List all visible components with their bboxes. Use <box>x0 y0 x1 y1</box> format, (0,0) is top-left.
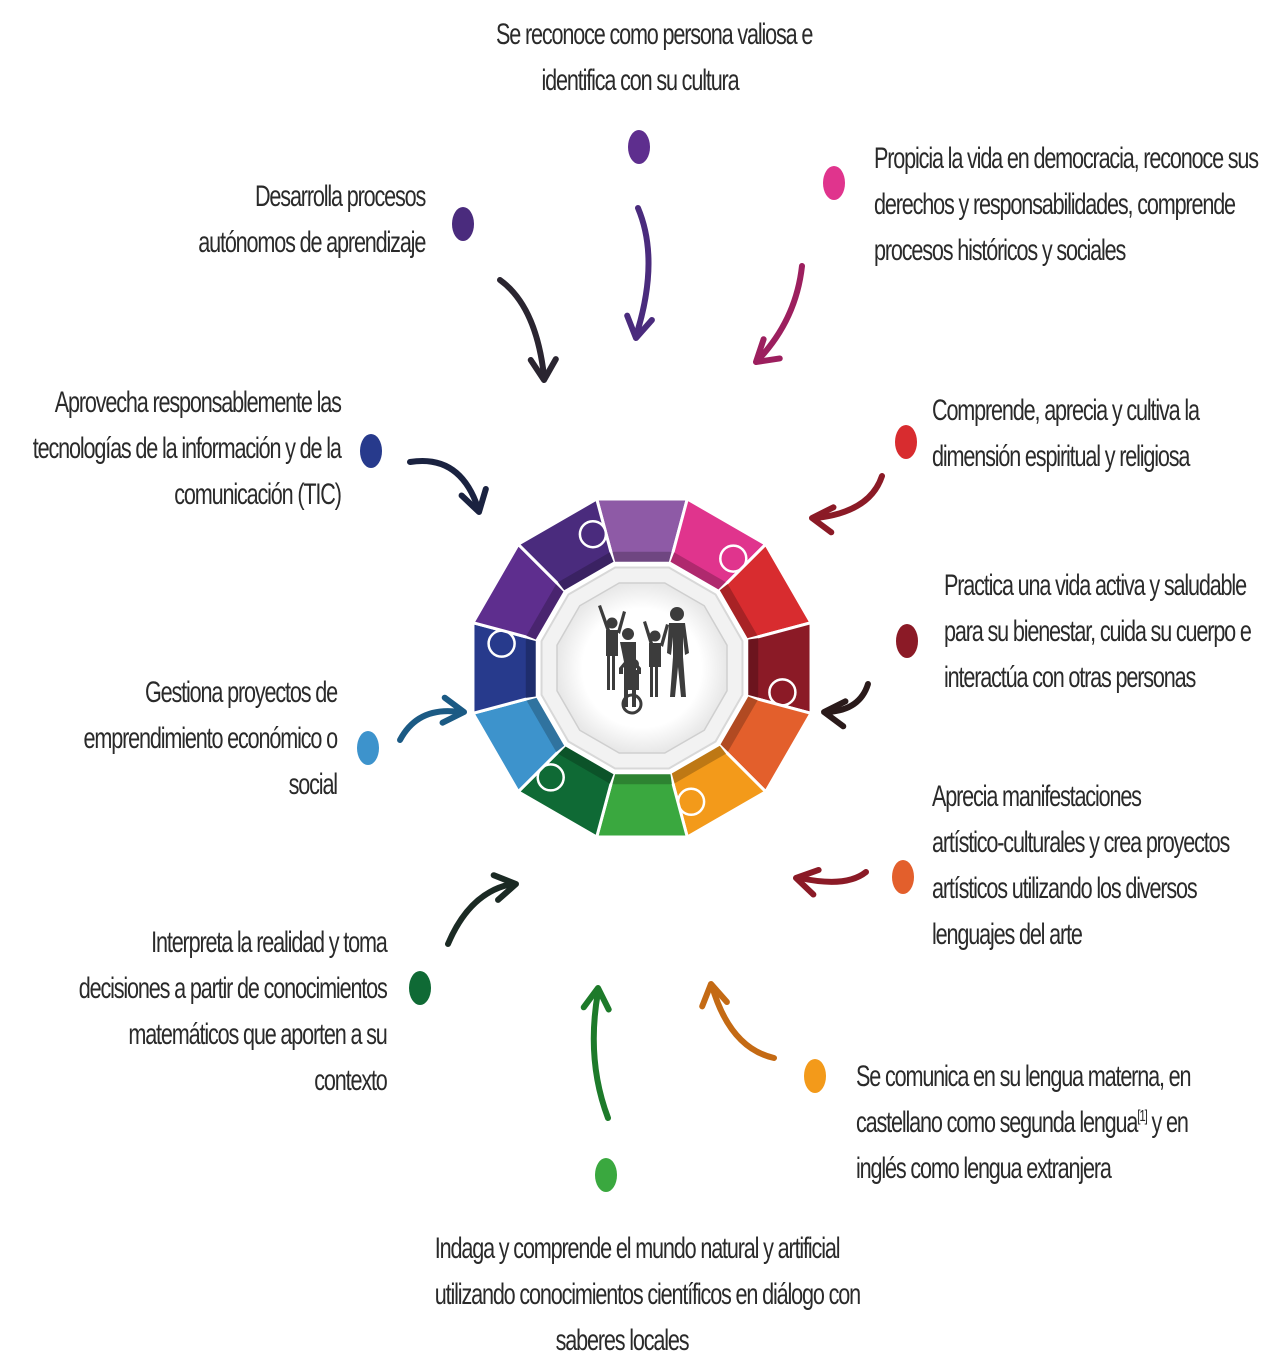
arrow-right-2-head <box>821 698 849 730</box>
arrow-right-1-shaft <box>813 473 885 521</box>
arrow-left-2-head <box>458 485 489 515</box>
puzzle-knob-pink <box>719 544 748 573</box>
label-left-1: Desarrolla procesos autónomos de aprendi… <box>198 180 426 259</box>
puzzle-piece-shadow-green-dark <box>557 745 614 784</box>
arrow-left-1-head <box>527 356 559 383</box>
arrow-bottom-right-shaft <box>709 983 777 1061</box>
label-left-2: Aprovecha responsablemente las tecnologí… <box>33 386 342 511</box>
arrow-left-3-shaft <box>397 708 463 743</box>
label-right-2: Practica una vida activa y saludable par… <box>944 569 1252 694</box>
center-inner-ring <box>556 582 728 754</box>
arrow-bottom-right <box>699 981 777 1061</box>
dot-left-1 <box>452 207 474 241</box>
puzzle-piece-shadow-pink <box>670 552 727 591</box>
puzzle-piece-shadow-red <box>719 583 758 640</box>
arrow-top-shaft <box>633 205 652 339</box>
dot-bottom-right <box>804 1059 826 1093</box>
arrow-left-2-shaft <box>407 458 481 511</box>
label-left-3: Gestiona proyectos de emprendimiento eco… <box>83 676 339 801</box>
arrow-top-head <box>624 312 655 341</box>
puzzle-piece-shadow-maroon <box>748 638 759 698</box>
puzzle-knob-navy <box>487 629 516 658</box>
label-right-1: Comprende, aprecia y cultiva la dimensió… <box>932 394 1200 473</box>
puzzle-piece-shadow-indigo <box>557 552 614 591</box>
puzzle-piece-shadow-orange <box>719 696 758 753</box>
puzzle-piece-shadow-navy <box>525 638 536 698</box>
puzzle-piece-shadow-purple-light <box>612 551 672 562</box>
puzzle-piece-shadow-amber <box>670 745 727 784</box>
label-left-4: Interpreta la realidad y toma decisiones… <box>79 926 388 1097</box>
dot-right-1 <box>895 425 917 459</box>
dot-right-2 <box>896 624 918 658</box>
puzzle-ring <box>470 496 814 840</box>
arrow-right-1 <box>809 473 885 536</box>
arrow-right-3-head <box>793 866 822 898</box>
arrow-bottom-head <box>580 985 612 1013</box>
puzzle-knob-amber <box>676 787 706 817</box>
dot-right-3 <box>892 860 914 894</box>
puzzle-knob-green-dark <box>536 763 565 792</box>
arrow-left-2 <box>407 458 489 515</box>
dot-left-3 <box>357 731 379 765</box>
puzzle-knob-indigo <box>578 519 608 549</box>
dot-top-right <box>823 166 845 200</box>
dot-left-2 <box>360 434 382 468</box>
arrow-right-3-shaft <box>797 869 869 885</box>
arrow-bottom-right-head <box>699 981 730 1010</box>
arrow-top-right-head <box>753 336 783 365</box>
arrow-right-1-head <box>809 504 837 536</box>
arrow-left-3-head <box>439 694 467 726</box>
label-top-right: Propicia la vida en democracia, reconoce… <box>874 142 1259 267</box>
arrow-top-right-shaft <box>755 263 805 363</box>
arrow-left-1-shaft <box>497 277 547 379</box>
label-bottom: Indaga y comprende el mundo natural y ar… <box>434 1232 861 1357</box>
dots-layer <box>357 130 918 1192</box>
arrow-bottom <box>580 985 612 1121</box>
arrow-right-2 <box>821 681 871 730</box>
arrow-right-3 <box>793 866 869 898</box>
family-silhouette-icon <box>598 605 689 715</box>
arrow-left-4-shaft <box>445 881 515 947</box>
dot-top <box>628 130 650 164</box>
dot-left-4 <box>409 971 431 1005</box>
puzzle-piece-shadow-violet <box>526 583 565 640</box>
arrows-layer <box>397 205 885 1121</box>
label-right-3: Aprecia manifestaciones artístico-cultur… <box>932 780 1230 951</box>
arrow-left-4-head <box>490 872 519 903</box>
puzzle-piece-shadow-sky-blue <box>526 696 565 753</box>
dot-bottom <box>595 1158 617 1192</box>
arrow-top <box>624 205 655 341</box>
label-bottom-right: Se comunica en su lengua materna, en cas… <box>856 1060 1192 1185</box>
arrow-left-4 <box>445 872 519 947</box>
arrow-bottom-shaft <box>590 989 611 1121</box>
arrow-right-2-shaft <box>825 681 871 715</box>
arrow-left-3 <box>397 694 467 743</box>
footnote-marker: [1] <box>1137 1108 1148 1125</box>
puzzle-piece-shadow-green-light <box>612 774 672 785</box>
puzzle-knob-maroon <box>768 678 797 707</box>
arrow-top-right <box>753 263 805 365</box>
arrow-left-1 <box>497 277 559 383</box>
center-medallion <box>540 566 744 770</box>
label-top: Se reconoce como persona valiosa e ident… <box>496 18 813 97</box>
